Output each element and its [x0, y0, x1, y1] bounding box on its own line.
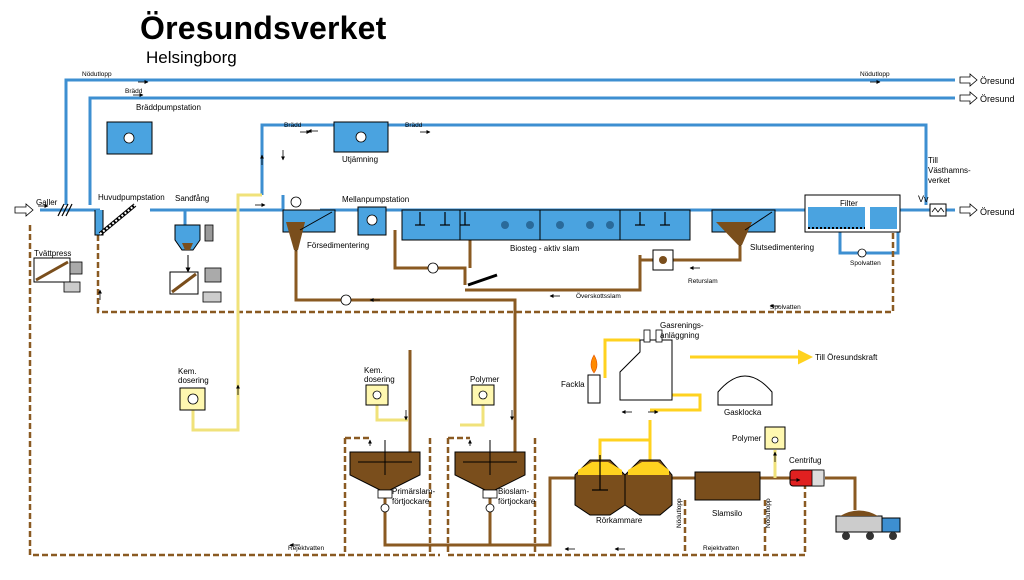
- page-subtitle: Helsingborg: [146, 48, 237, 67]
- label-oresund-1: Öresund: [980, 76, 1015, 86]
- slamsilo: [694, 471, 761, 501]
- label-primarslam-1: Primärslam-: [392, 487, 435, 496]
- labels: Nödutlopp Nödutlopp Öresund Öresund Öres…: [34, 71, 1015, 552]
- label-rejektvatten-2: Rejektvatten: [703, 545, 740, 552]
- gasreningsanlaggning: [619, 329, 673, 401]
- tvattpress: [33, 257, 83, 293]
- biosteg-basin: [401, 209, 691, 241]
- label-nodutlopp-v2: Nödutlopp: [765, 498, 772, 528]
- label-slutsedimentering: Slutsedimentering: [750, 243, 814, 252]
- reject-lines: [28, 225, 895, 557]
- label-centrifug: Centrifug: [789, 456, 821, 465]
- label-till-vasthamn-3: verket: [928, 176, 951, 185]
- label-gasrening-1: Gasrenings-: [660, 321, 704, 330]
- galler-screen: [57, 203, 73, 217]
- fackla-flare-icon: [587, 354, 601, 404]
- rotkammare-digesters: [574, 455, 673, 516]
- label-till-vasthamn-2: Västhamns-: [928, 166, 971, 175]
- vv-meter: [929, 203, 947, 217]
- label-nodutlopp-right: Nödutlopp: [860, 71, 890, 78]
- label-bioslam-2: förtjockare: [498, 497, 536, 506]
- gasklocka: [717, 375, 773, 406]
- label-biosteg: Biosteg - aktiv slam: [510, 244, 580, 253]
- label-gasrening-2: anläggning: [660, 331, 699, 340]
- mellanpumpstation: [357, 206, 387, 236]
- label-filter: Filter: [840, 199, 858, 208]
- inlet-arrow-icon: [14, 203, 34, 217]
- forsedimentering-tank: [282, 196, 336, 252]
- kem-dosering-1: [179, 387, 206, 411]
- slutsedimentering-tank: [711, 209, 776, 247]
- label-till-vasthamn-1: Till: [928, 156, 938, 165]
- label-oresund-3: Öresund: [980, 207, 1015, 217]
- label-bradd-2: Brädd: [284, 122, 302, 129]
- label-sandfang: Sandfång: [175, 194, 209, 203]
- label-huvudpumpstation: Huvudpumpstation: [98, 193, 165, 202]
- label-mellanpumpstation: Mellanpumpstation: [342, 195, 409, 204]
- label-galler: Galler: [36, 198, 58, 207]
- label-utjamning: Utjämning: [342, 155, 378, 164]
- polymer-dosering-1: [471, 384, 495, 406]
- sludge-screw: [467, 273, 498, 287]
- returslam-pump: [652, 249, 674, 271]
- label-forsedimentering: Försedimentering: [307, 241, 369, 250]
- sludge-pump-1: [340, 294, 352, 306]
- centrifug: [789, 469, 825, 487]
- braddpumpstation-tank: [106, 121, 153, 155]
- label-kem-2b: dosering: [364, 375, 395, 384]
- outlet-arrows: [959, 73, 978, 217]
- outlet-arrow-icon-1: [959, 73, 978, 87]
- outlet-arrow-icon-3: [959, 203, 978, 217]
- label-polymer-1: Polymer: [470, 375, 500, 384]
- polymer-dosering-2: [764, 426, 786, 450]
- label-bradd-3: Brädd: [405, 122, 423, 129]
- label-bioslam-1: Bioslam-: [498, 487, 529, 496]
- label-fackla: Fackla: [561, 380, 585, 389]
- sludge-truck-icon: [835, 510, 901, 540]
- label-kem-2a: Kem.: [364, 366, 383, 375]
- label-returslam: Returslam: [688, 278, 718, 285]
- flow-arrows: [38, 80, 881, 551]
- utjamning-tank: [333, 121, 389, 153]
- label-tvattpress: Tvättpress: [34, 249, 71, 258]
- huvudpumpstation: [94, 203, 137, 236]
- sandfang-tank: [169, 224, 222, 303]
- label-polymer-2: Polymer: [732, 434, 762, 443]
- kem-dosering-2: [365, 384, 389, 406]
- label-slamsilo: Slamsilo: [712, 509, 743, 518]
- label-kem-1a: Kem.: [178, 367, 197, 376]
- label-overskottsslam: Överskottsslam: [576, 292, 621, 300]
- primarslam-fortjockare: [349, 440, 421, 513]
- label-nodutlopp-v1: Nödutlopp: [676, 498, 683, 528]
- bioslam-fortjockare: [454, 440, 526, 513]
- label-oresund-2: Öresund: [980, 94, 1015, 104]
- filter-unit: [804, 194, 901, 258]
- label-rejektvatten-1: Rejektvatten: [288, 545, 325, 552]
- label-spolvatten-1: Spolvatten: [850, 260, 881, 267]
- label-rorkammare: Rörkammare: [596, 516, 643, 525]
- label-spolvatten-2: Spolvatten: [770, 304, 801, 311]
- label-gasklocka: Gasklocka: [724, 408, 762, 417]
- outlet-arrow-icon-2: [959, 91, 978, 105]
- label-till-oresundskraft: Till Öresundskraft: [815, 353, 878, 362]
- gas-lines: [598, 338, 813, 460]
- page-title: Öresundsverket: [140, 10, 387, 46]
- label-vv: Vv: [918, 194, 929, 204]
- label-nodutlopp-left: Nödutlopp: [82, 71, 112, 78]
- label-bradd-1: Brädd: [125, 88, 143, 95]
- sludge-pump-2: [427, 262, 439, 274]
- label-primarslam-2: förtjockare: [392, 497, 430, 506]
- label-kem-1b: dosering: [178, 376, 209, 385]
- label-braddpumpstation: Bräddpumpstation: [136, 103, 201, 112]
